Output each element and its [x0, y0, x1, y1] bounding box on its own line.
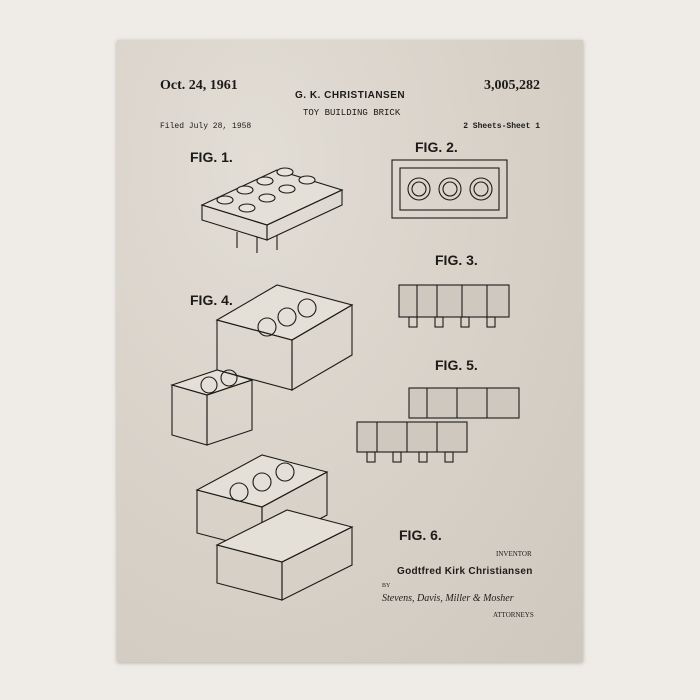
fig1-label: FIG. 1. — [190, 149, 233, 165]
attorney-signature: Stevens, Davis, Miller & Mosher — [382, 593, 514, 605]
fig5-label: FIG. 5. — [435, 357, 478, 373]
fig4-label: FIG. 4. — [190, 292, 233, 308]
fig2-label: FIG. 2. — [415, 139, 458, 155]
inventor-label: INVENTOR — [496, 550, 532, 558]
fig6-label: FIG. 6. — [399, 527, 442, 543]
attorneys-label: ATTORNEYS — [493, 611, 534, 619]
fig2-brick-top — [392, 160, 507, 218]
fig6-bricks — [197, 455, 352, 600]
fig5-section — [357, 388, 519, 462]
patent-print: Oct. 24, 1961 3,005,282 G. K. CHRISTIANS… — [117, 40, 583, 662]
by-label: BY — [382, 583, 390, 590]
fig3-label: FIG. 3. — [435, 252, 478, 268]
fig4-bricks — [172, 285, 352, 445]
fig3-section — [399, 285, 509, 327]
fig1-brick — [202, 168, 342, 253]
inventor-name: Godtfred Kirk Christiansen — [397, 566, 533, 578]
